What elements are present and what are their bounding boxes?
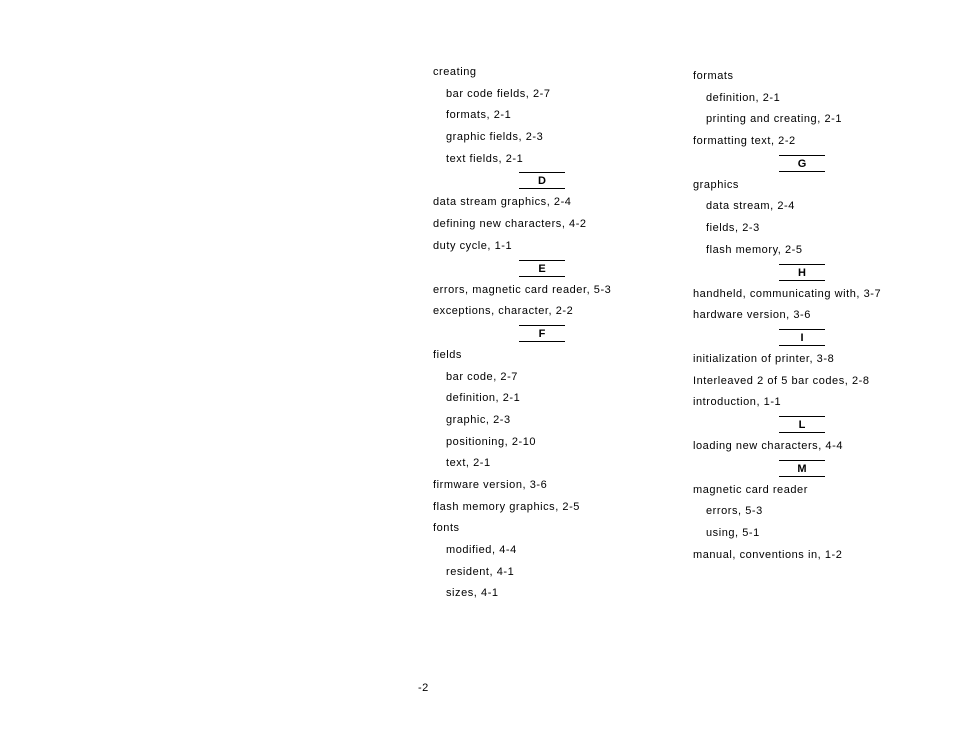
index-subentry: definition, 2-1 xyxy=(446,392,521,405)
index-entry: data stream graphics, 2-4 xyxy=(433,196,572,209)
index-subentry: flash memory, 2-5 xyxy=(706,243,803,256)
index-letter-heading: F xyxy=(519,324,565,342)
index-subentry: bar code fields, 2-7 xyxy=(446,87,551,100)
index-entry: defining new characters, 4-2 xyxy=(433,218,587,231)
index-entry: duty cycle, 1-1 xyxy=(433,239,513,252)
index-subentry: formats, 2-1 xyxy=(446,109,512,122)
index-subentry: modified, 4-4 xyxy=(446,544,517,557)
index-entry: fonts xyxy=(433,522,460,535)
index-entry: handheld, communicating with, 3-7 xyxy=(693,287,882,300)
index-subentry: text fields, 2-1 xyxy=(446,152,524,165)
index-subentry: fields, 2-3 xyxy=(706,222,760,235)
index-letter-heading: I xyxy=(779,328,825,346)
index-entry: initialization of printer, 3-8 xyxy=(693,352,835,365)
index-subentry: printing and creating, 2-1 xyxy=(706,113,842,126)
index-subentry: graphic fields, 2-3 xyxy=(446,131,544,144)
index-entry: loading new characters, 4-4 xyxy=(693,439,843,452)
index-letter-heading: M xyxy=(779,459,825,477)
index-entry: introduction, 1-1 xyxy=(693,396,782,409)
index-entry: manual, conventions in, 1-2 xyxy=(693,548,843,561)
index-column-left: creating bar code fields, 2-7 formats, 2-1… xyxy=(433,63,673,606)
index-entry: flash memory graphics, 2-5 xyxy=(433,500,580,513)
index-entry: creating xyxy=(433,66,477,78)
index-entry: Interleaved 2 of 5 bar codes, 2-8 xyxy=(693,374,870,387)
index-subentry: graphic, 2-3 xyxy=(446,413,511,426)
index-subentry: definition, 2-1 xyxy=(706,91,781,104)
index-column-right: formats definition, 2-1 printing and creat… xyxy=(693,67,933,567)
index-letter-heading: L xyxy=(779,415,825,433)
index-subentry: positioning, 2-10 xyxy=(446,435,537,448)
index-entry: firmware version, 3-6 xyxy=(433,479,548,491)
index-entry: magnetic card reader xyxy=(693,483,808,496)
index-subentry: data stream, 2-4 xyxy=(706,200,795,213)
index-subentry: sizes, 4-1 xyxy=(446,587,499,600)
index-letter-heading: H xyxy=(779,263,825,281)
index-entry: errors, magnetic card reader, 5-3 xyxy=(433,283,612,296)
index-letter-heading: E xyxy=(519,259,565,277)
index-entry: graphics xyxy=(693,178,739,191)
index-subentry: errors, 5-3 xyxy=(706,505,763,518)
index-entry: formatting text, 2-2 xyxy=(693,135,796,148)
index-entry: exceptions, character, 2-2 xyxy=(433,305,574,318)
index-entry: formats xyxy=(693,70,734,82)
index-letter-heading: D xyxy=(519,172,565,190)
index-entry: fields xyxy=(433,348,462,361)
page-number: -2 xyxy=(418,682,429,694)
index-subentry: text, 2-1 xyxy=(446,457,491,470)
index-subentry: bar code, 2-7 xyxy=(446,370,518,383)
index-entry: hardware version, 3-6 xyxy=(693,309,811,322)
index-subentry: using, 5-1 xyxy=(706,527,760,539)
index-letter-heading: G xyxy=(779,154,825,172)
index-subentry: resident, 4-1 xyxy=(446,565,515,578)
